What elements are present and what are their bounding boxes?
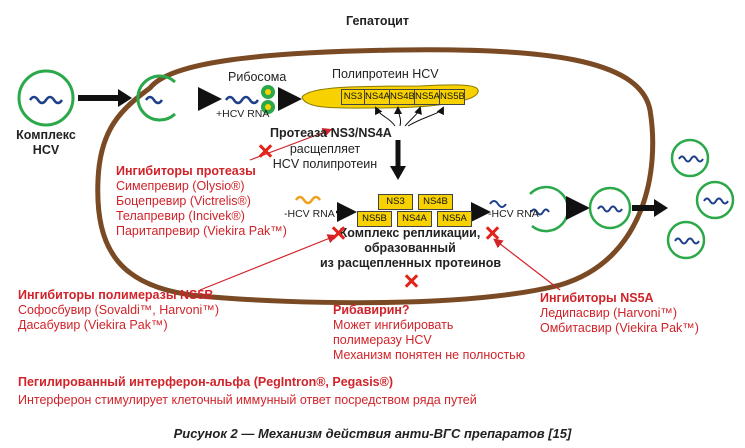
ns5a-inhibitor-item: Ледипасвир (Harvoni™) [540,306,678,320]
polyprotein-box-ns5a: NS5A [414,89,440,105]
ns5a-block-x [485,226,499,240]
ribavirin-block: Рибавирин? Может ингибировать полимеразу… [333,303,525,363]
polyprotein-box-ns3: NS3 [341,89,365,105]
ns5b-inhibitors-title: Ингибиторы полимеразы NS5B [18,288,214,302]
polyprotein-box-ns5b: NS5B [439,89,465,105]
protease-inhibitor-item: Телапревир (Incivek®) [116,209,245,223]
ns5b-inhibitor-arrow [199,234,338,291]
ribavirin-item: Может ингибировать [333,318,454,332]
ribosome-label: Рибосома [228,70,287,84]
protease-block-x [258,144,272,158]
replication-box-ns3: NS3 [378,194,413,210]
released-virions [666,138,735,260]
ribosome [261,85,275,114]
plus-rna-strand [224,95,260,105]
protease-inhibitor-item: Боцепревир (Victrelis®) [116,194,251,208]
ns5b-inhibitor-item: Дасабувир (Viekira Pak™) [18,318,168,332]
protease-inhibitor-item: Паритапревир (Viekira Pak™) [116,224,287,238]
replication-complex-line1: Комплекс репликации, [339,226,481,240]
protease-inhibitors-title: Ингибиторы протеазы [116,164,256,178]
replication-box-ns4b: NS4B [418,194,453,210]
ns5a-inhibitors-title: Ингибиторы NS5A [540,291,654,305]
hcv-complex-line2: HCV [32,143,60,157]
minus-rna-orange [294,195,322,205]
hcv-complex-line1: Комплекс [16,128,76,142]
protease-desc-line2: HCV полипротеин [272,157,378,171]
polyprotein-box-ns4b: NS4B [389,89,415,105]
ribavirin-item: Механизм понятен не полностью [333,348,526,362]
uncoating-virion [136,74,177,122]
ns5b-block-x [331,226,345,240]
minus-rna-left-label: -HCV RNA [284,208,335,220]
interferon-title: Пегилированный интерферон-альфа (PegIntr… [18,375,393,389]
replication-complex-line2: образованный [364,241,456,255]
plus-rna-label: +HCV RNA [216,108,270,120]
polyprotein-box-ns4a: NS4A [364,89,390,105]
replication-box-ns4a: NS4A [397,211,432,227]
interferon-block: Пегилированный интерферон-альфа (PegIntr… [18,375,477,408]
protease-label: Протеаза NS3/NS4A [270,126,392,140]
ns5a-inhibitor-item: Омбитасвир (Viekira Pak™) [540,321,699,335]
ns5b-inhibitor-item: Софосбувир (Sovaldi™, Harvoni™) [18,303,219,317]
ribavirin-block-x [404,274,418,288]
ns5a-inhibitor-arrow [493,238,561,291]
minus-rna-right-label: -HCV RNA [488,208,539,220]
protease-cleavage-arrows [375,106,444,127]
ribavirin-item: полимеразу HCV [333,333,432,347]
mature-virion-inside [588,186,632,230]
interferon-desc: Интерферон стимулирует клеточный иммунны… [18,393,477,407]
replication-box-ns5b: NS5B [357,211,392,227]
ribavirin-title: Рибавирин? [333,303,410,317]
hepatocyte-membrane [95,47,656,306]
protease-desc-line1: расщепляет [289,142,361,156]
replication-complex-line3: из расщепленных протеинов [320,256,502,270]
hepatocyte-title: Гепатоцит [346,14,409,28]
hcv-virion-outside [17,69,75,127]
hcv-complex-label: Комплекс HCV [10,128,82,158]
figure-caption: Рисунок 2 — Механизм действия анти-ВГС п… [173,426,572,441]
ns5a-inhibitors: Ингибиторы NS5A Ледипасвир (Harvoni™) Ом… [540,291,699,336]
protease-desc: расщепляет HCV полипротеин [255,142,395,172]
minus-rna-blue [489,200,507,208]
replication-box-ns5a: NS5A [437,211,472,227]
ns5b-inhibitors: Ингибиторы полимеразы NS5B Софосбувир (S… [18,288,219,333]
polyprotein-label: Полипротеин HCV [332,67,439,81]
protease-inhibitor-item: Симепревир (Olysio®) [116,179,245,193]
replication-complex-label: Комплекс репликации, образованный из рас… [320,226,502,271]
protease-inhibitors: Ингибиторы протеазы Симепревир (Olysio®)… [116,164,287,239]
